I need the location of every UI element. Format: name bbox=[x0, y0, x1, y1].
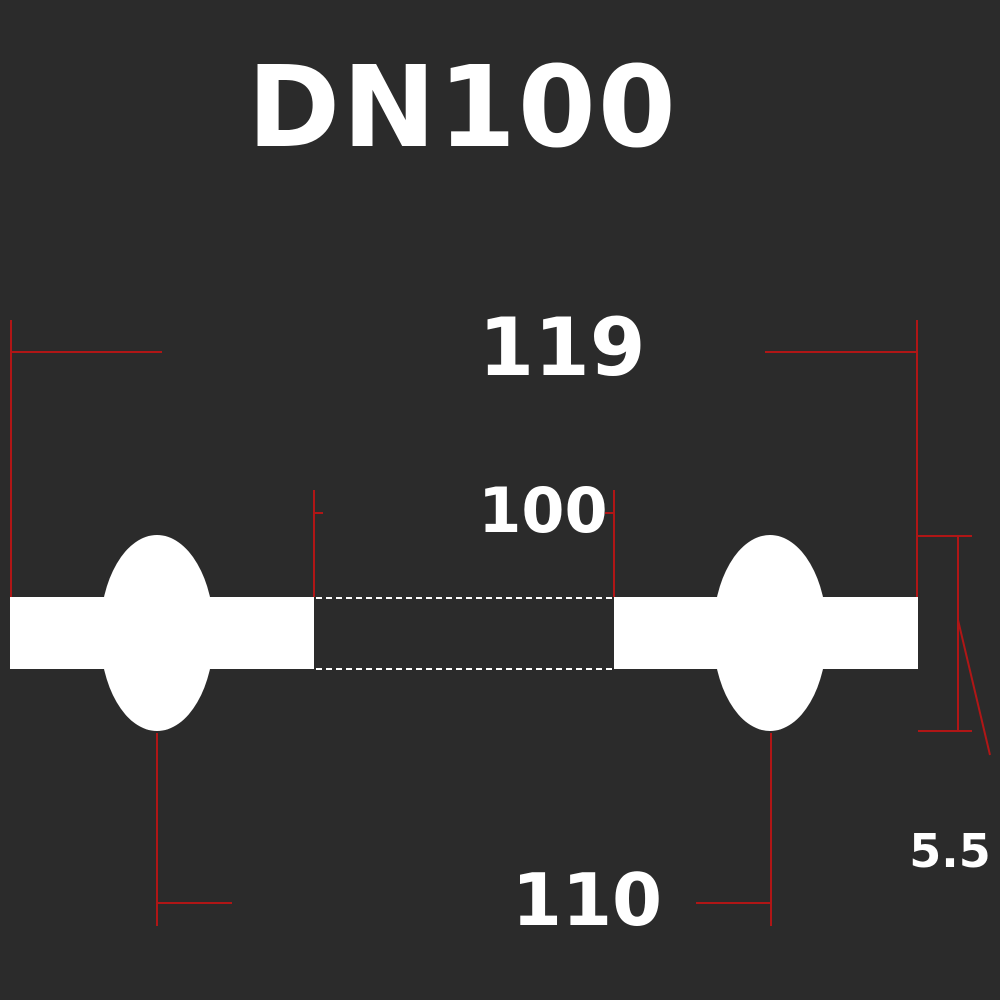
outer-dimension-lines bbox=[10, 320, 918, 597]
right-ring-section bbox=[614, 535, 918, 731]
center-diameter-label: 110 bbox=[511, 858, 663, 942]
thickness-label: 5.5 bbox=[909, 824, 991, 878]
thickness-leader-line bbox=[957, 619, 991, 756]
outer-diameter-label: 119 bbox=[478, 301, 646, 394]
hidden-bore-lines bbox=[316, 597, 612, 670]
left-ring-section bbox=[10, 535, 314, 731]
inner-dimension-lines bbox=[313, 490, 615, 597]
inner-diameter-label: 100 bbox=[478, 474, 608, 547]
thickness-dimension-lines bbox=[918, 535, 991, 756]
left-bead bbox=[100, 535, 214, 731]
page-title: DN100 bbox=[247, 43, 678, 173]
center-dimension-lines bbox=[156, 733, 772, 926]
right-bead bbox=[713, 535, 827, 731]
